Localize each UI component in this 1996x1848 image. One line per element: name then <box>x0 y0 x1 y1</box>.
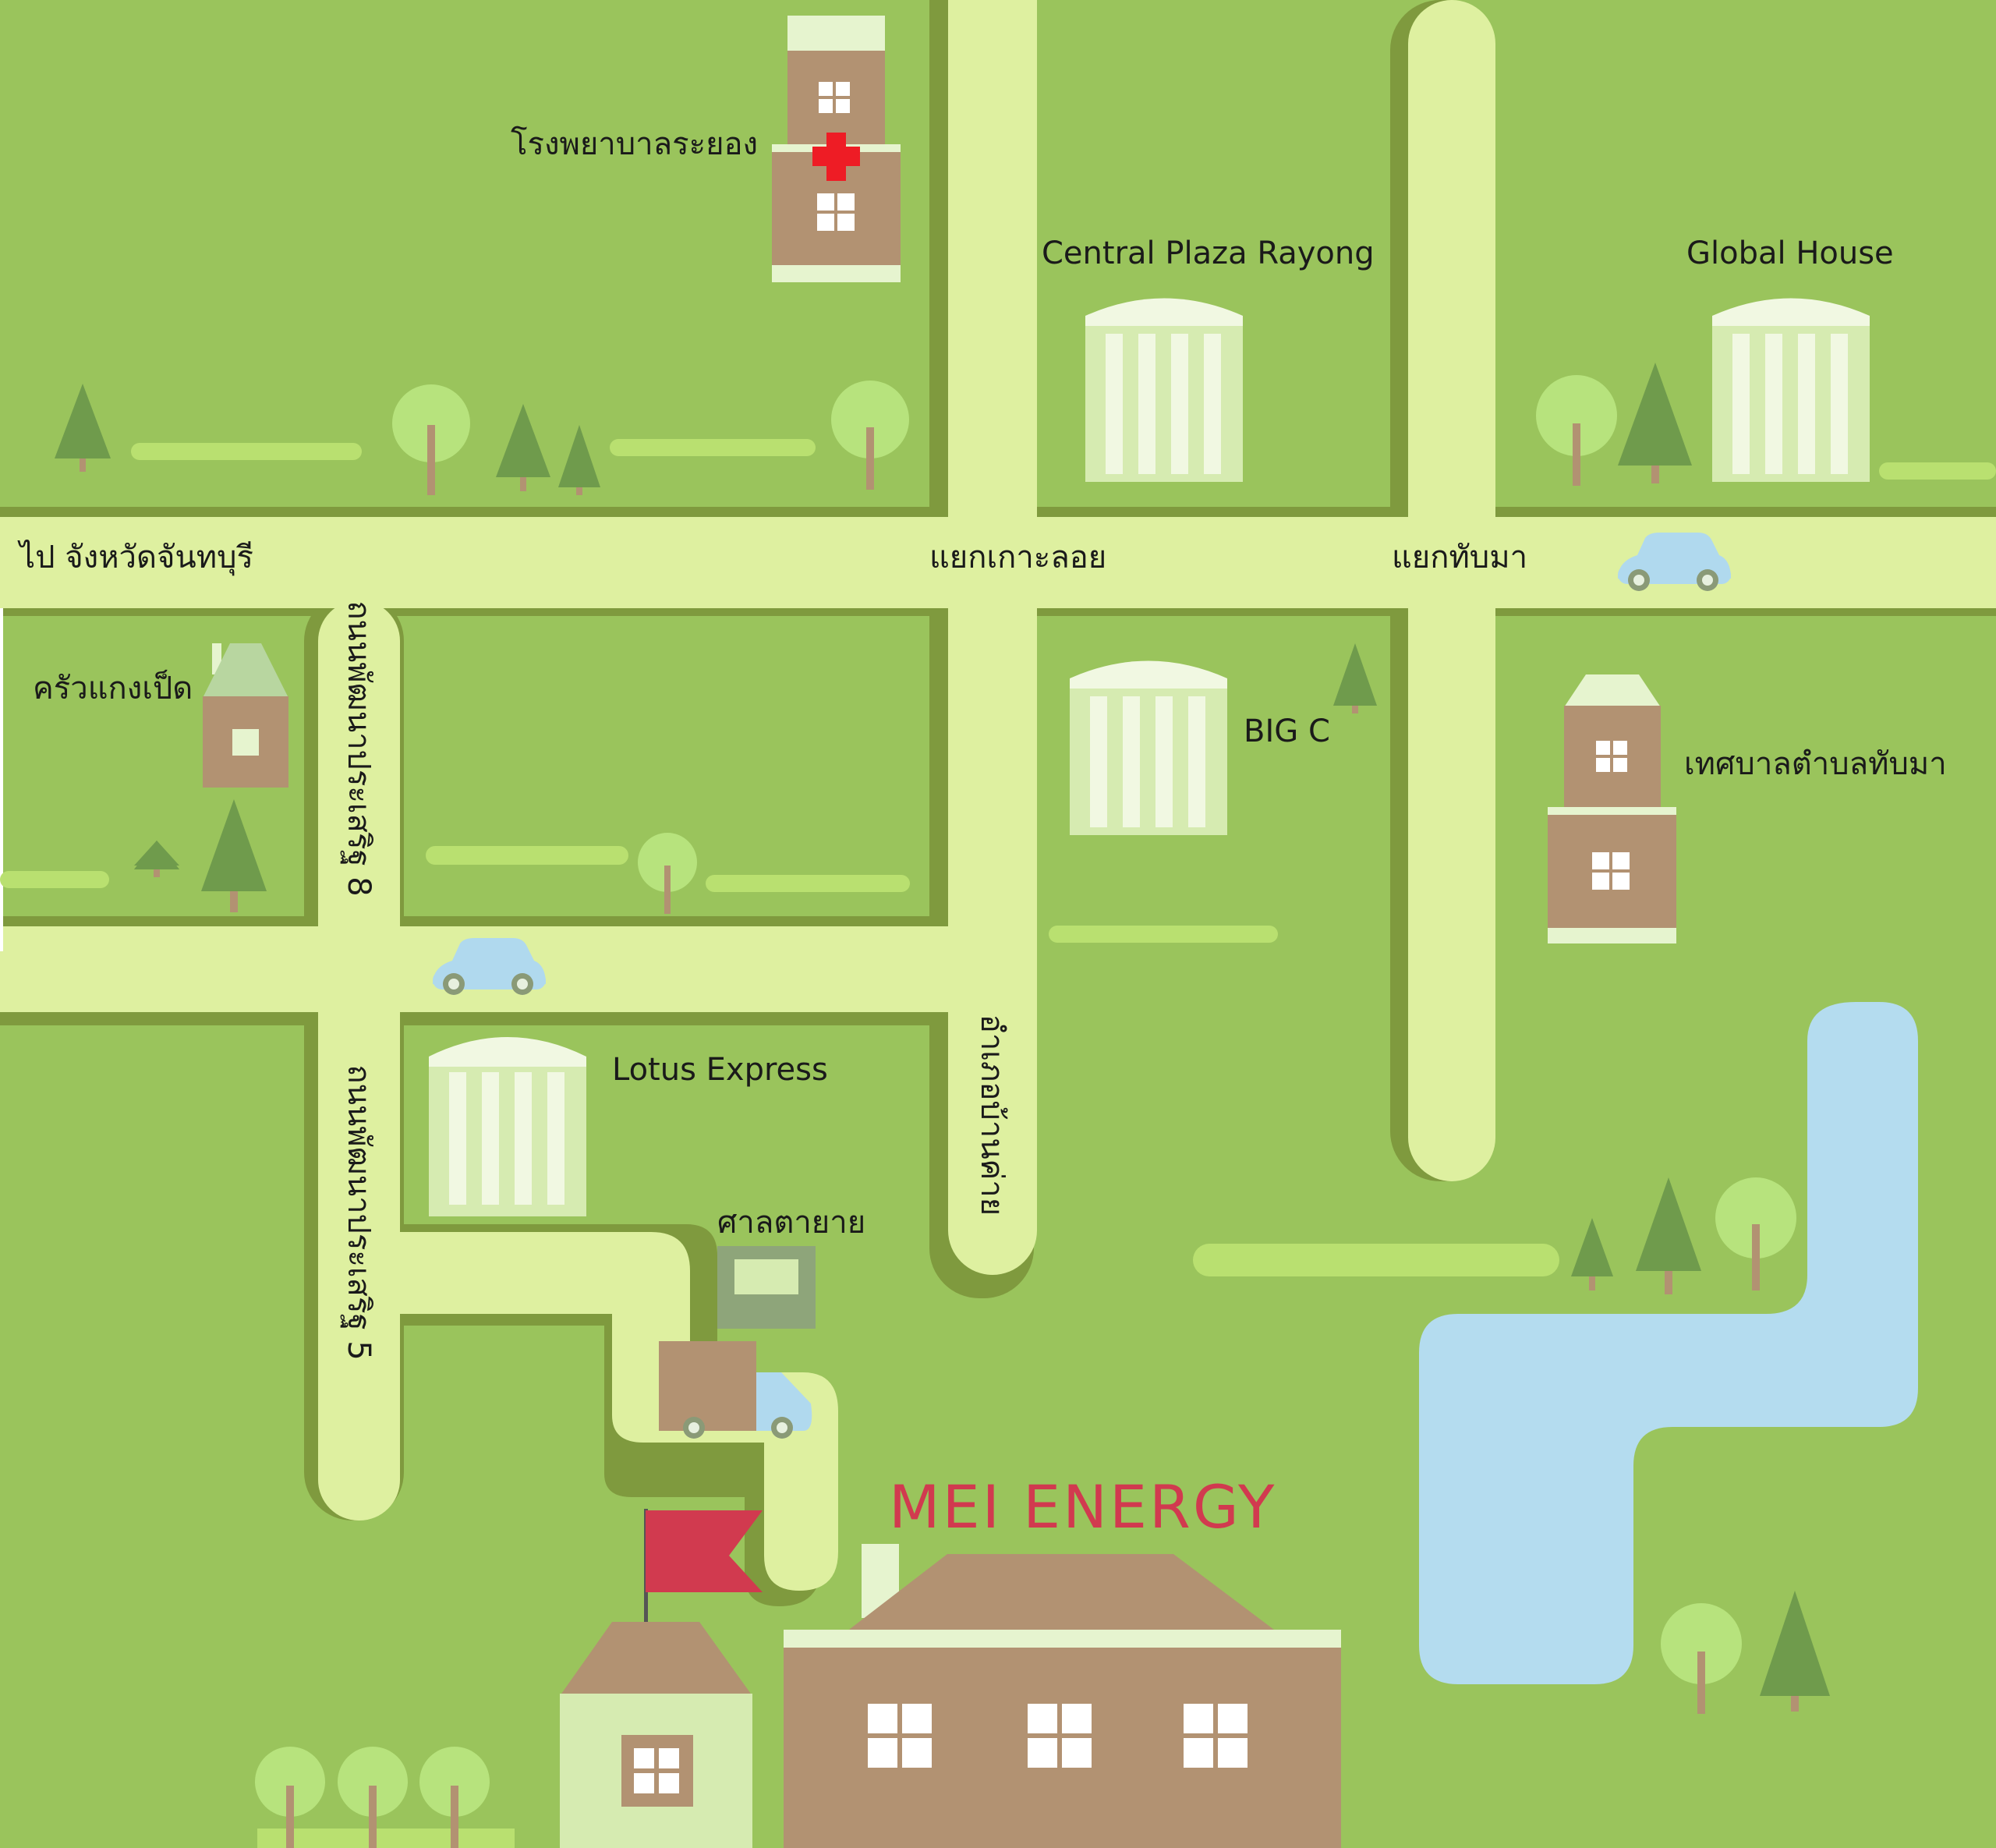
thap-ma-junction-label: แยกทับมา <box>1392 540 1528 575</box>
mei-energy-label: MEI ENERGY <box>889 1472 1277 1542</box>
tree-icon <box>831 381 909 490</box>
phatthana-5-road-label: ถนนพัฒนาประเสริฐ 5 <box>341 1064 377 1361</box>
tree-icon <box>55 384 111 472</box>
shrine-icon <box>717 1246 816 1329</box>
tree-icon <box>392 384 470 495</box>
tree-icon <box>1333 643 1377 713</box>
global-house-building <box>1712 298 1870 482</box>
tree-icon <box>134 841 179 869</box>
tree-icon <box>1618 363 1692 483</box>
phatthana-8-road-label: ถนนพัฒนาประเสริฐ 8 <box>341 600 377 897</box>
mei-energy-factory <box>784 1544 1341 1848</box>
ban-khai-road-label: อำเภอบ้านค่าย <box>974 1014 1010 1216</box>
municipality-building <box>1548 674 1676 943</box>
tree-icon <box>1536 375 1617 486</box>
tree-icon <box>338 1747 408 1848</box>
tree-icon <box>1571 1218 1613 1290</box>
to-chanthaburi-label: ไป จังหวัดจันทบุรี <box>19 540 254 575</box>
tree-icon <box>1661 1603 1742 1714</box>
central-plaza-label: Central Plaza Rayong <box>1042 235 1375 271</box>
global-house-label: Global House <box>1686 235 1894 271</box>
tree-icon <box>201 799 267 912</box>
tree-icon <box>1715 1177 1796 1290</box>
car-icon <box>433 938 546 995</box>
car-icon <box>1618 533 1731 591</box>
shrine-label: ศาลตายาย <box>717 1205 866 1241</box>
tree-icon <box>496 404 550 491</box>
footpaths <box>0 439 1996 1848</box>
hospital-cross-icon <box>812 133 860 181</box>
lotus-express-label: Lotus Express <box>612 1052 828 1088</box>
hospital-label: โรงพยาบาลระยอง <box>511 126 759 162</box>
central-plaza-building <box>1085 298 1243 482</box>
flag-icon <box>644 1509 763 1673</box>
tree-icon <box>419 1747 490 1848</box>
tree-icon <box>558 425 600 495</box>
kitchen-label: ครัวแกงเป็ด <box>33 671 193 706</box>
tree-icon <box>255 1747 325 1848</box>
tree-icon <box>1636 1177 1701 1294</box>
big-c-building <box>1070 660 1227 835</box>
big-c-label: BIG C <box>1244 713 1330 749</box>
river <box>1419 1002 1918 1684</box>
municipality-label: เทศบาลตำบลทับมา <box>1684 746 1947 782</box>
kitchen-house <box>203 643 288 788</box>
tree-icon <box>1760 1591 1830 1712</box>
koh-loi-junction-label: แยกเกาะลอย <box>929 540 1107 575</box>
truck-icon <box>659 1341 812 1439</box>
hospital-building <box>772 16 901 282</box>
small-house <box>560 1622 752 1848</box>
lotus-express-building <box>429 1037 586 1216</box>
tree-icon <box>638 833 697 914</box>
